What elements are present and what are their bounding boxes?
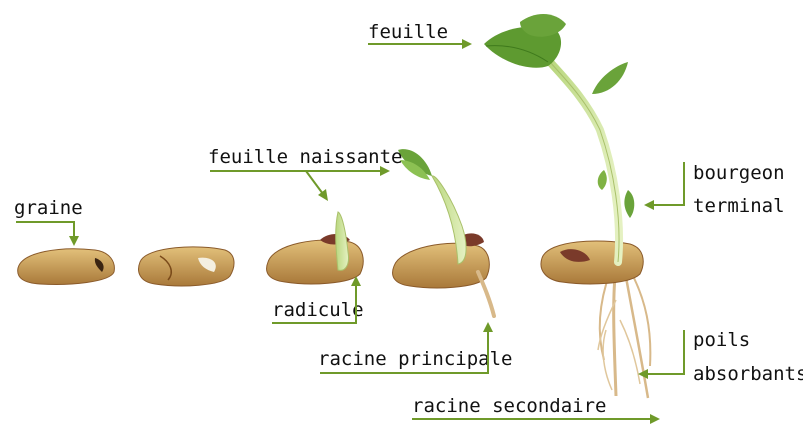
label-graine: graine bbox=[14, 197, 83, 219]
arrow-bourgeon-terminal bbox=[644, 162, 684, 210]
label-bourgeon: bourgeon bbox=[693, 162, 785, 184]
arrow-feuille-naissante bbox=[210, 166, 390, 201]
label-feuille-naissante: feuille naissante bbox=[208, 146, 402, 168]
stage-seed bbox=[18, 249, 115, 285]
label-terminal: terminal bbox=[693, 195, 785, 217]
label-feuille: feuille bbox=[368, 21, 448, 43]
label-poils: poils bbox=[693, 329, 750, 351]
arrow-poils-absorbants bbox=[638, 330, 684, 379]
stage-seedling bbox=[484, 14, 650, 398]
label-radicule: radicule bbox=[272, 299, 364, 321]
label-absorbants: absorbants bbox=[693, 363, 803, 385]
label-racine-principale: racine principale bbox=[318, 348, 512, 370]
label-racine-secondaire: racine secondaire bbox=[412, 395, 606, 417]
stage-radicle bbox=[267, 212, 364, 284]
stage-swollen-seed bbox=[139, 247, 234, 286]
arrow-graine bbox=[16, 222, 79, 246]
stage-sprout bbox=[393, 149, 494, 316]
